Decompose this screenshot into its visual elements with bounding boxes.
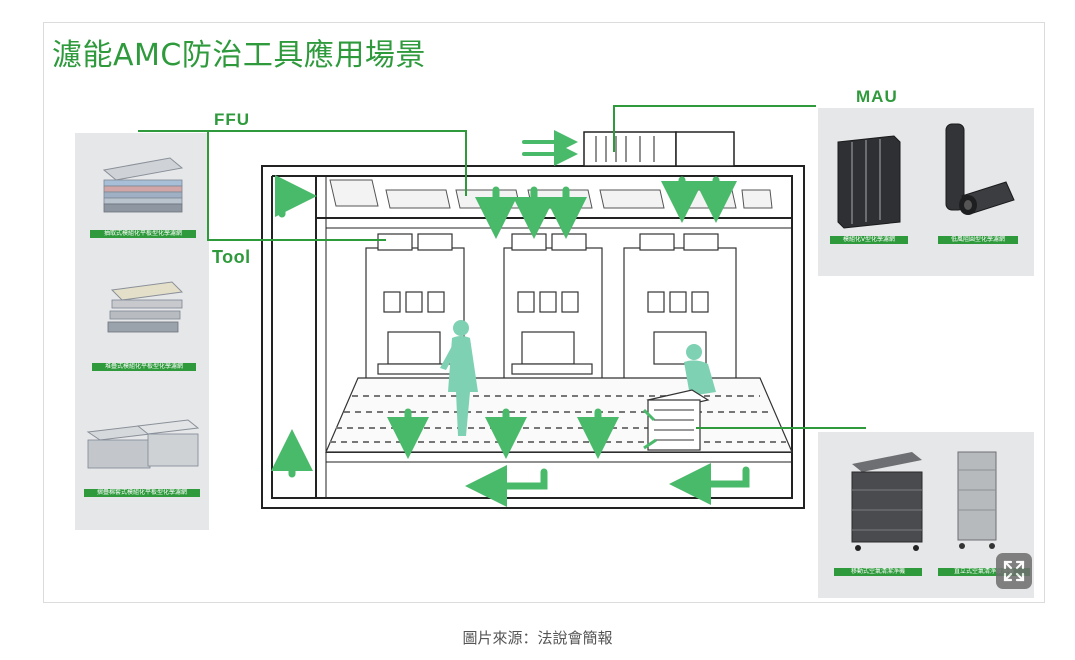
left-product-3-tag: 摺疊棉套式模組化平板型化學濾網 [84, 489, 200, 497]
mobile-purifier-tag: 移動式空氣清潔淨機 [834, 568, 922, 576]
v-bank-filter-tag: 模組化V型化學濾網 [830, 236, 908, 244]
page-title: 濾能AMC防治工具應用場景 [52, 38, 426, 73]
left-product-2-tag: 堆疊式模組化平板型化學濾網 [92, 363, 196, 371]
raised-floor [325, 377, 793, 453]
callout-lines [138, 105, 866, 429]
mobile-purifier-image [851, 452, 923, 551]
left-product-3-image [86, 419, 200, 469]
worker-2 [684, 344, 716, 396]
expand-icon [1003, 560, 1025, 582]
airflow-arrows [271, 130, 750, 507]
standing-purifier-image [957, 451, 997, 549]
portable-purifier-in-room [646, 389, 710, 451]
tool-label: Tool [212, 247, 251, 267]
left-product-1-tag: 抽取式模組化平板型化學濾網 [90, 230, 196, 238]
mau-label: MAU [856, 87, 898, 106]
v-bank-filter-image [837, 135, 901, 229]
small-arrows-purifier [642, 408, 657, 450]
cylinder-filter-tag: 低風阻圓型化學濾網 [938, 236, 1018, 244]
expand-button[interactable] [996, 553, 1032, 589]
standing-purifier-tag: 直立式空氣清淨設施機 [938, 568, 1030, 576]
worker-1 [440, 320, 478, 436]
left-product-1-image [102, 157, 184, 213]
left-product-2-image [107, 281, 184, 333]
mau-unit [583, 131, 735, 167]
image-caption: 圖片來源：法說會簡報 [462, 629, 613, 647]
cylinder-filter-image [945, 123, 1015, 215]
ffu-label: FFU [214, 110, 251, 129]
